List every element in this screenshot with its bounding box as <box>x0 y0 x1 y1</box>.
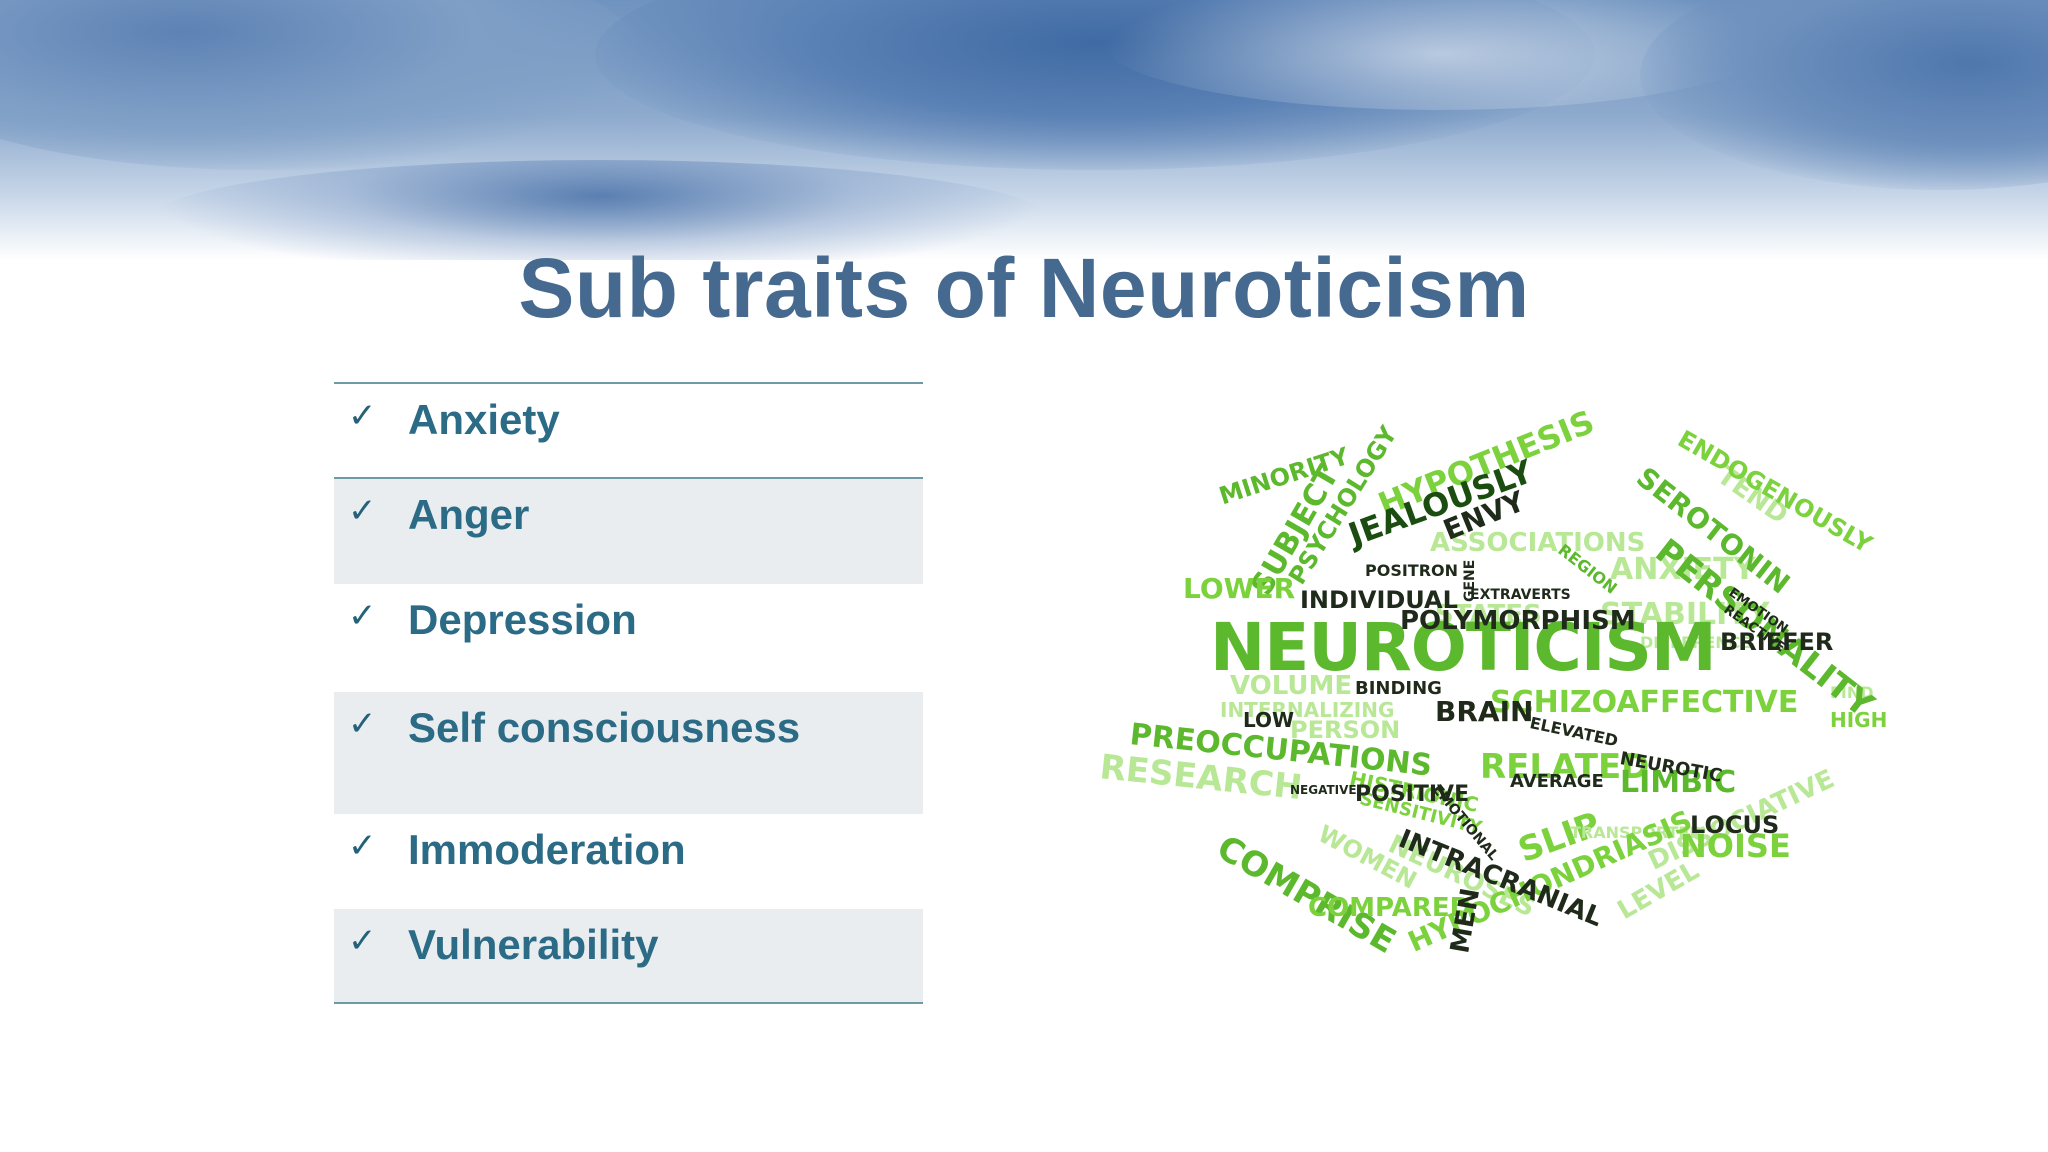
cloud-word: PERSON <box>1290 716 1401 744</box>
cloud-word: POSITIVE <box>1355 782 1470 807</box>
cloud-word: HIGH <box>1830 708 1888 732</box>
cloud-word: STATES <box>1435 600 1542 630</box>
trait-list: ✓ Anxiety ✓ Anger ✓ Depression ✓ Self co… <box>334 382 923 1004</box>
cloud-word: NOISE <box>1680 827 1791 865</box>
word-cloud-image: RESEARCH ASSOCIATIONS ANXIETY STABILITY … <box>1090 403 1920 1020</box>
checkmark-icon: ✓ <box>348 704 377 744</box>
cloud-word: POLYMORPHISM <box>1400 606 1636 636</box>
cloud-word: SCHIZOAFFECTIVE <box>1490 685 1799 720</box>
cloud-word: EXTRAVERTS <box>1470 587 1571 603</box>
banner-swirl <box>0 0 640 170</box>
cloud-word: LOWER <box>1183 572 1296 605</box>
cloud-word: LOW <box>1243 708 1295 732</box>
cloud-word: VOLUME <box>1230 671 1353 701</box>
header-banner <box>0 0 2048 260</box>
cloud-word: DIFFERENCE <box>1640 633 1752 652</box>
cloud-word: RELATED <box>1480 747 1650 787</box>
trait-row: ✓ Immoderation <box>334 814 923 909</box>
slide-title: Sub traits of Neuroticism <box>518 241 1530 335</box>
trait-label: Depression <box>408 596 637 643</box>
cloud-word: POSITRON <box>1365 561 1459 580</box>
cloud-word: ANXIETY <box>1610 552 1756 587</box>
cloud-word: STABILITY <box>1600 597 1770 632</box>
cloud-word: INDIVIDUAL <box>1300 586 1458 614</box>
trait-label: Anger <box>408 491 530 538</box>
checkmark-icon: ✓ <box>348 396 377 436</box>
cloud-word: AVERAGE <box>1510 771 1604 792</box>
cloud-word: LIMBIC <box>1620 765 1737 800</box>
cloud-word: COMPARED <box>1308 893 1472 923</box>
cloud-word: BINDING <box>1355 678 1442 699</box>
cloud-word: INTERNALIZING <box>1220 698 1395 722</box>
cloud-word: BRIEFER <box>1720 628 1834 656</box>
trait-label: Anxiety <box>408 396 560 443</box>
trait-row: ✓ Anxiety <box>334 384 923 479</box>
checkmark-icon: ✓ <box>348 491 377 531</box>
trait-row: ✓ Depression <box>334 584 923 692</box>
cloud-word: LOCUS <box>1690 811 1780 839</box>
trait-row: ✓ Anger <box>334 479 923 584</box>
checkmark-icon: ✓ <box>348 826 377 866</box>
trait-row: ✓ Vulnerability <box>334 909 923 1002</box>
banner-swirl <box>1640 0 2048 190</box>
cloud-word: ELEVATED <box>1528 713 1620 751</box>
trait-row: ✓ Self consciousness <box>334 692 923 814</box>
checkmark-icon: ✓ <box>348 596 377 636</box>
cloud-word: TRANSPORTER <box>1570 823 1702 842</box>
cloud-word: FIND <box>1830 683 1874 702</box>
trait-label: Self consciousness <box>408 704 801 751</box>
checkmark-icon: ✓ <box>348 921 377 961</box>
cloud-word: NEGATIVE <box>1290 783 1357 797</box>
cloud-word: ASSOCIATIONS <box>1430 528 1646 558</box>
trait-label: Vulnerability <box>408 921 659 968</box>
trait-label: Immoderation <box>408 826 686 873</box>
cloud-word: NEUROTICISM <box>1210 609 1717 686</box>
banner-swirl <box>150 160 1050 260</box>
cloud-word: BRAIN <box>1435 695 1534 728</box>
